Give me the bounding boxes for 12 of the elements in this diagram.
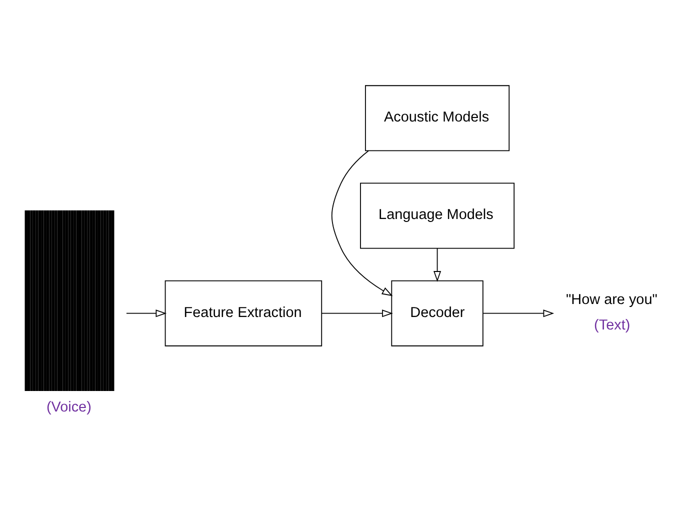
node-box: Language Models [360,182,515,249]
node-box: Acoustic Models [365,85,510,152]
node-box: Feature Extraction [164,280,322,346]
node-label: (Voice) [46,400,92,416]
arrow [331,150,393,296]
arrow [482,310,554,318]
arrow [433,248,442,282]
arrow [126,310,167,318]
node-box: Decoder [391,280,484,346]
arrow [321,310,393,318]
node-label: (Text) [594,317,630,334]
node-text: "How are you" [566,292,658,308]
